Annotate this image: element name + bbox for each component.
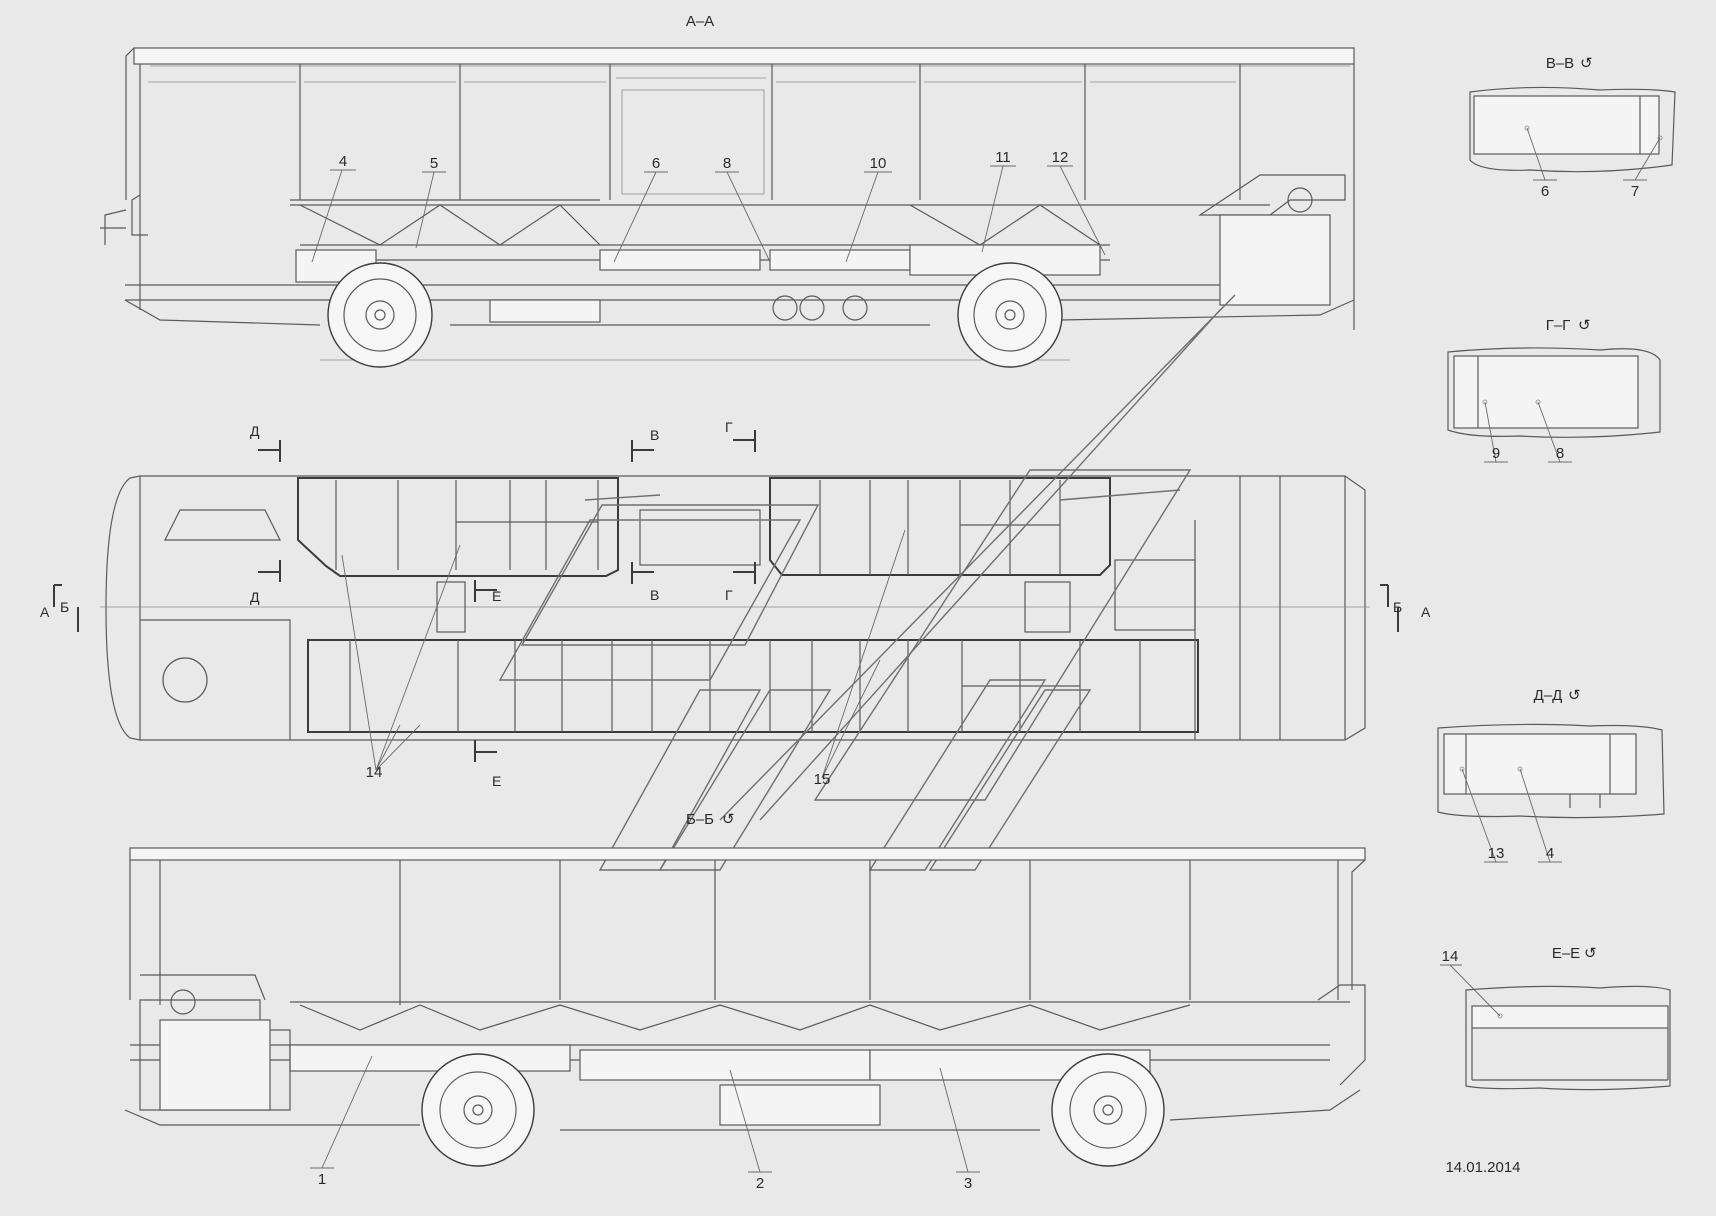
section-bb-title: Б–Б <box>686 811 714 828</box>
cut-mark-a-left: А <box>40 604 50 620</box>
section-gg-view: Г–Г ↺ 9 8 <box>1447 317 1661 463</box>
callout-4: 4 <box>339 153 347 170</box>
cut-mark-v-top: В <box>650 427 659 443</box>
lower-frame-boxes <box>307 639 1199 733</box>
callouts-plan: 14 15 <box>341 529 906 788</box>
callout-1: 1 <box>318 1171 326 1188</box>
section-bb-view: Б–Б ↺ <box>124 811 1366 1192</box>
section-dd-view: Д–Д ↺ 13 4 <box>1437 687 1665 863</box>
callout-ee-14: 14 <box>1442 948 1459 965</box>
callout-8: 8 <box>723 155 731 172</box>
cut-mark-e-bottom: Е <box>492 773 501 789</box>
section-dd-rotate: ↺ <box>1568 687 1581 704</box>
section-vv-rotate: ↺ <box>1580 55 1593 72</box>
callout-gg-9: 9 <box>1492 445 1500 462</box>
cut-mark-g-top: Г <box>725 419 733 435</box>
cut-markers: А Б Б А Д Д В В Г Г Е Е <box>40 419 1431 789</box>
rear-wheel <box>957 262 1063 368</box>
section-ee-title: Е–Е <box>1552 945 1580 962</box>
callout-dd-4: 4 <box>1546 845 1554 862</box>
callout-3: 3 <box>964 1175 972 1192</box>
section-ee-view: Е–Е ↺ 14 <box>1440 945 1671 1091</box>
callout-6: 6 <box>652 155 660 172</box>
upper-frame-boxes <box>297 477 1111 577</box>
section-gg-title: Г–Г <box>1546 317 1571 334</box>
callout-15: 15 <box>814 771 831 788</box>
callouts-aa: 4 5 6 8 10 11 12 <box>311 149 1106 263</box>
callout-14: 14 <box>366 764 383 781</box>
cut-mark-d-top: Д <box>250 423 260 439</box>
front-wheel-bb <box>1051 1053 1165 1167</box>
plan-view: А Б Б А Д Д В В Г Г Е Е <box>40 294 1431 871</box>
section-vv-view: В–В ↺ 6 7 <box>1469 55 1676 200</box>
section-aa-view: А–А <box>100 13 1355 368</box>
callout-dd-13: 13 <box>1488 845 1505 862</box>
section-vv-title: В–В <box>1546 55 1574 72</box>
rear-wheel-bb <box>421 1053 535 1167</box>
cut-mark-v-bottom: В <box>650 587 659 603</box>
front-wheel <box>327 262 433 368</box>
date-stamp: 14.01.2014 <box>1445 1159 1520 1176</box>
cut-mark-e-top: Е <box>492 588 501 604</box>
callout-gg-8: 8 <box>1556 445 1564 462</box>
section-ee-rotate: ↺ <box>1584 945 1597 962</box>
cut-mark-b-right: Б <box>1393 599 1402 615</box>
section-bb-rotate: ↺ <box>722 811 735 828</box>
section-gg-rotate: ↺ <box>1578 317 1591 334</box>
section-aa-title: А–А <box>686 13 714 30</box>
callout-10: 10 <box>870 155 887 172</box>
callout-vv-7: 7 <box>1631 183 1639 200</box>
callout-12: 12 <box>1052 149 1069 166</box>
callout-5: 5 <box>430 155 438 172</box>
callouts-bb: 1 2 3 <box>310 1055 980 1192</box>
callout-vv-6: 6 <box>1541 183 1549 200</box>
callout-2: 2 <box>756 1175 764 1192</box>
cut-mark-a-right: А <box>1421 604 1431 620</box>
section-dd-title: Д–Д <box>1534 687 1563 704</box>
cut-mark-d-bottom: Д <box>250 589 260 605</box>
frame-projection <box>498 294 1236 871</box>
callout-11: 11 <box>995 149 1011 166</box>
cut-mark-b-left: Б <box>60 599 69 615</box>
cut-mark-g-bottom: Г <box>725 587 733 603</box>
